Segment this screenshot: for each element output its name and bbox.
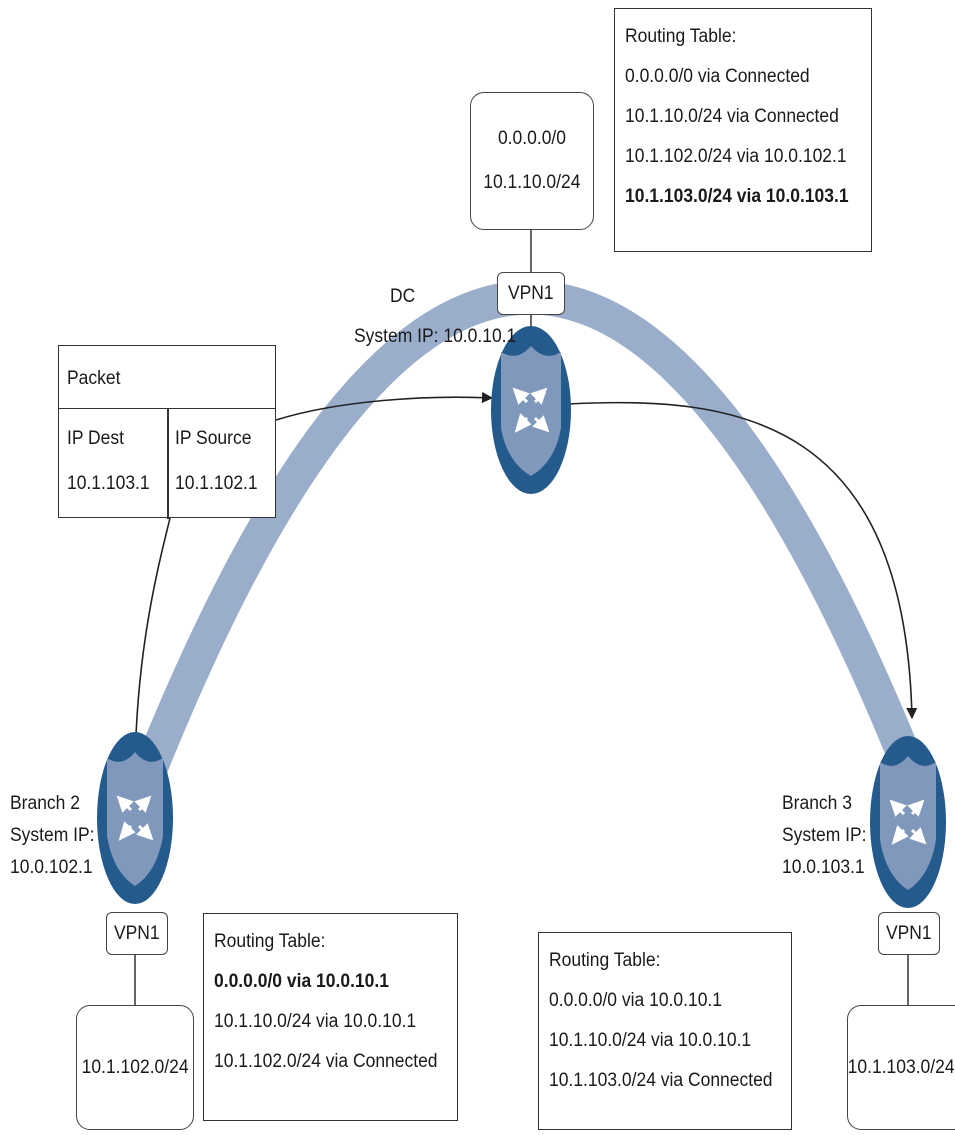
- dc-vpn-label: VPN1: [508, 282, 554, 304]
- route-row: 0.0.0.0/0 via 10.0.10.1: [549, 990, 723, 1011]
- packet-path-to-dc: [275, 391, 494, 421]
- packet-title: Packet: [67, 368, 121, 389]
- branch3-vpn-box: VPN1: [878, 912, 940, 955]
- route-row-highlighted: 0.0.0.0/0 via 10.0.10.1: [214, 971, 389, 992]
- branch2-router: [97, 732, 173, 904]
- branch3-system-ip: 10.0.103.1: [782, 857, 865, 878]
- route-row: 10.1.10.0/24 via 10.0.10.1: [549, 1030, 752, 1051]
- route-row: 10.1.103.0/24 via Connected: [549, 1070, 773, 1091]
- dc-network-box: 0.0.0.0/0 10.1.10.0/24: [470, 92, 594, 230]
- branch2-network-box: 10.1.102.0/24: [76, 1005, 194, 1130]
- packet-title-row: Packet: [59, 346, 275, 409]
- branch3-system-ip-label: System IP:: [782, 825, 867, 846]
- branch3-network: 10.1.103.0/24: [848, 1056, 955, 1078]
- dc-system-ip: System IP: 10.0.10.1: [354, 326, 517, 347]
- dc-network-1: 0.0.0.0/0: [497, 128, 567, 149]
- branch2-system-ip-label: System IP:: [10, 825, 95, 846]
- branch2-vpn-box: VPN1: [106, 912, 168, 955]
- packet-divider: [167, 409, 169, 519]
- route-row-highlighted: 10.1.103.0/24 via 10.0.103.1: [625, 186, 849, 207]
- route-row: 10.1.102.0/24 via 10.0.102.1: [625, 146, 847, 167]
- branch3-name: Branch 3: [782, 793, 852, 814]
- route-row: 10.1.10.0/24 via Connected: [625, 106, 839, 127]
- branch2-vpn-label: VPN1: [114, 922, 160, 944]
- packet-source-value: 10.1.102.1: [175, 473, 258, 494]
- routing-table-title: Routing Table:: [625, 26, 737, 47]
- branch2-system-ip: 10.0.102.1: [10, 857, 93, 878]
- branch2-routing-table: Routing Table: 0.0.0.0/0 via 10.0.10.1 1…: [203, 913, 458, 1121]
- routing-table-title: Routing Table:: [549, 950, 661, 971]
- route-row: 10.1.102.0/24 via Connected: [214, 1051, 438, 1072]
- branch3-router: [870, 736, 946, 908]
- branch3-network-box: 10.1.103.0/24: [847, 1005, 955, 1130]
- packet-dest-value: 10.1.103.1: [67, 473, 150, 494]
- packet-dest-label: IP Dest: [67, 428, 125, 449]
- branch2-name: Branch 2: [10, 793, 80, 814]
- packet-source-label: IP Source: [175, 428, 252, 449]
- branch3-routing-table: Routing Table: 0.0.0.0/0 via 10.0.10.1 1…: [538, 932, 792, 1130]
- packet-path-dc-to-branch3: [567, 401, 918, 720]
- dc-vpn-box: VPN1: [497, 272, 565, 315]
- branch2-network: 10.1.102.0/24: [81, 1056, 189, 1078]
- route-row: 0.0.0.0/0 via Connected: [625, 66, 810, 87]
- router-arrows-icon: [512, 387, 550, 433]
- dc-router: [491, 326, 571, 494]
- dc-name: DC: [390, 286, 416, 307]
- branch3-vpn-label: VPN1: [886, 922, 932, 944]
- router-arrows-icon: [889, 799, 927, 845]
- route-row: 10.1.10.0/24 via 10.0.10.1: [214, 1011, 417, 1032]
- dc-routing-table: Routing Table: 0.0.0.0/0 via Connected 1…: [614, 8, 872, 252]
- routing-table-title: Routing Table:: [214, 931, 326, 952]
- packet-header-box: Packet IP Dest 10.1.103.1 IP Source 10.1…: [58, 345, 276, 519]
- router-arrows-icon: [116, 795, 154, 841]
- dc-network-2: 10.1.10.0/24: [483, 172, 581, 193]
